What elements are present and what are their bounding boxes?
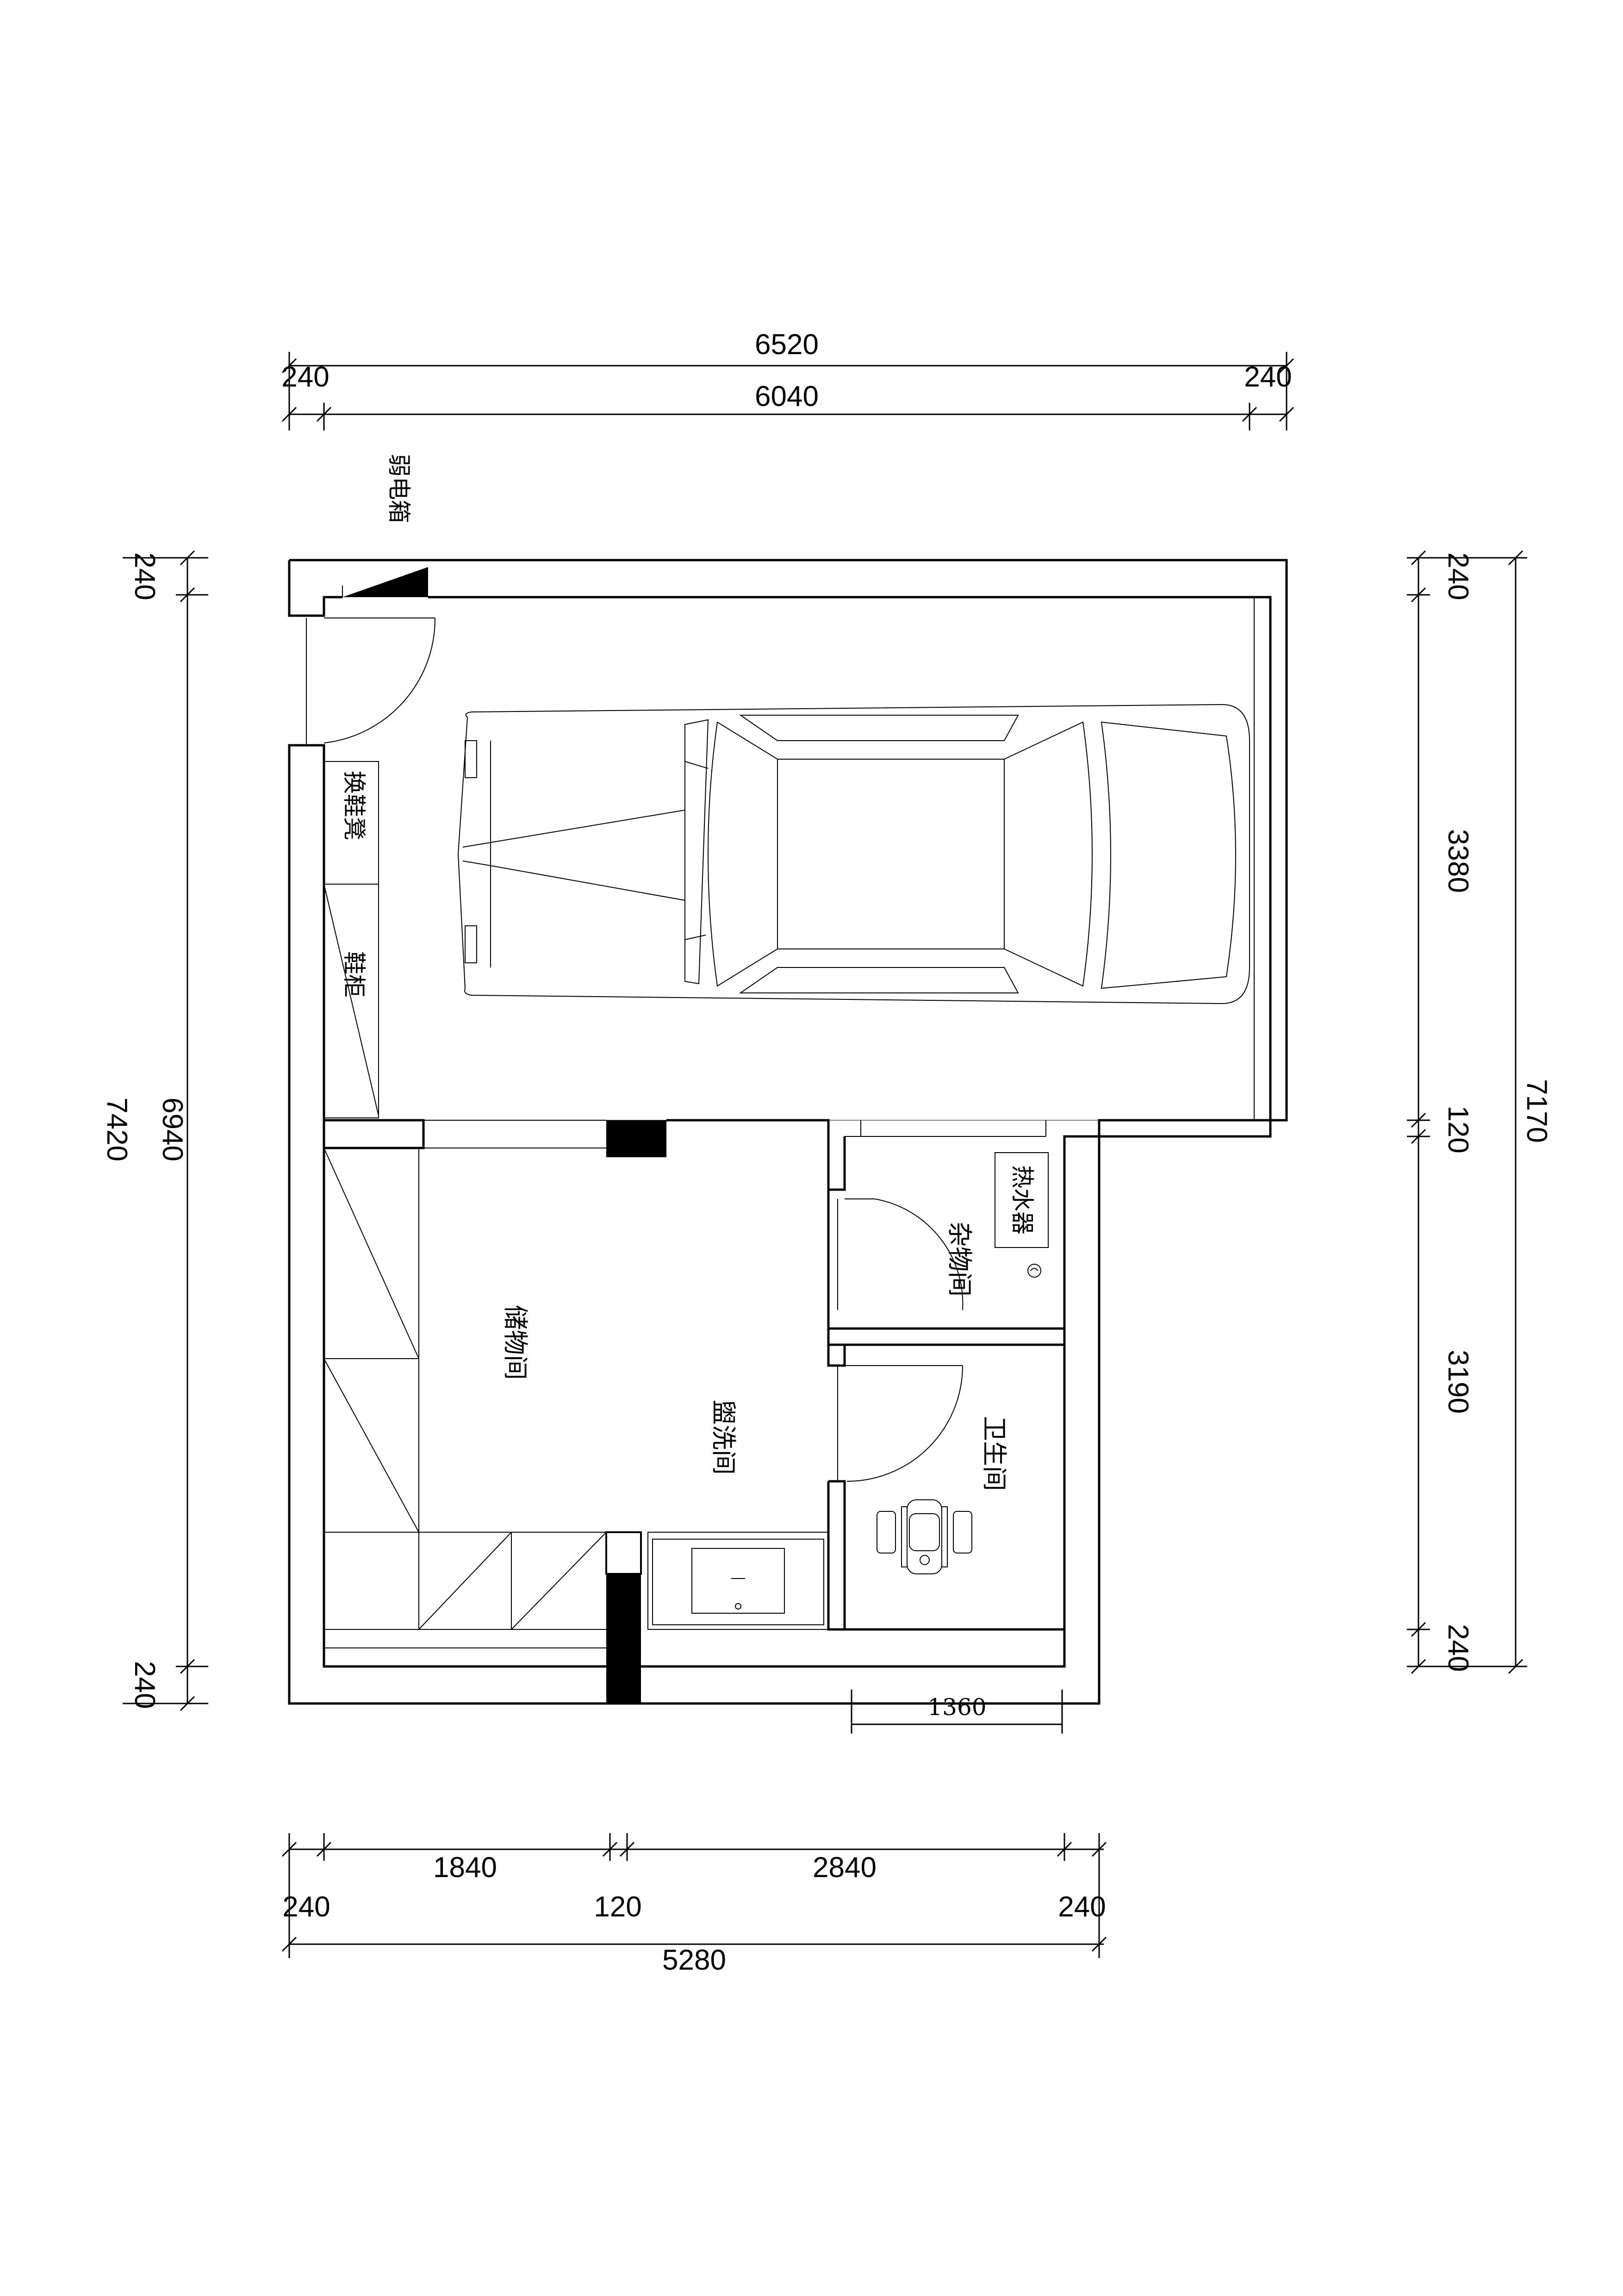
dim-right-bottom-wall: 240: [1442, 1624, 1474, 1672]
bath-width-dimension: [851, 1690, 1063, 1734]
storage-shelves: [323, 1148, 607, 1648]
utility-room-label: 杂物间: [945, 1222, 974, 1297]
weak-box-marker: [342, 567, 428, 597]
column-garage: [606, 1120, 666, 1157]
dim-bottom-storage: 1840: [433, 1852, 497, 1884]
dim-bottom-right-wall: 240: [1058, 1891, 1106, 1923]
dim-left-outer: 7420: [101, 1098, 133, 1161]
utility-door: [837, 1198, 964, 1310]
right-dimension-lines: [1407, 550, 1527, 1674]
dim-bottom-mid-wall: 120: [594, 1891, 641, 1923]
dim-bottom-left-wall: 240: [282, 1891, 330, 1923]
water-heater: [995, 1152, 1049, 1278]
dim-right-lower: 3190: [1442, 1350, 1474, 1414]
dim-bottom-total: 5280: [662, 1944, 726, 1976]
shoe-cabinet-unit: [323, 761, 379, 1118]
bathroom-door: [837, 1365, 963, 1482]
dim-bath-width: 1360: [927, 1694, 986, 1721]
car-icon: [457, 704, 1250, 1004]
storage-room-label: 储物间: [501, 1305, 530, 1380]
wash-room-label: 盥洗间: [709, 1400, 738, 1475]
water-heater-label: 热水器: [1009, 1165, 1036, 1235]
dim-top-inner: 6040: [755, 381, 819, 412]
column-bottom: [606, 1574, 641, 1703]
dim-left-inner: 6940: [156, 1098, 188, 1161]
dim-top-total: 6520: [755, 329, 819, 361]
weak-box-label: 弱电箱: [386, 454, 412, 523]
top-dimension-lines: [281, 352, 1294, 430]
shoe-bench-label: 换鞋凳: [341, 771, 367, 840]
dim-left-bottom-wall: 240: [129, 1661, 161, 1709]
left-dimension-lines: [123, 550, 208, 1711]
bathroom-label: 卫生间: [980, 1416, 1009, 1491]
shoe-cabinet-label: 鞋柜: [341, 951, 367, 998]
dim-left-top-wall: 240: [129, 552, 161, 600]
dim-bottom-wash: 2840: [813, 1852, 877, 1884]
entry-door: [306, 618, 436, 745]
wash-basin: [647, 1532, 829, 1630]
dim-right-top-wall: 240: [1442, 552, 1474, 600]
dim-top-left-wall: 240: [281, 361, 329, 393]
dim-top-right-wall: 240: [1244, 361, 1292, 393]
bottom-dimension-lines: [281, 1833, 1107, 1958]
column-bottom-outline: [605, 1531, 642, 1575]
dim-right-upper: 3380: [1442, 829, 1474, 893]
toilet-icon: [877, 1499, 972, 1574]
dim-right-mid-wall: 120: [1442, 1105, 1474, 1153]
dim-right-total: 7170: [1521, 1079, 1553, 1143]
